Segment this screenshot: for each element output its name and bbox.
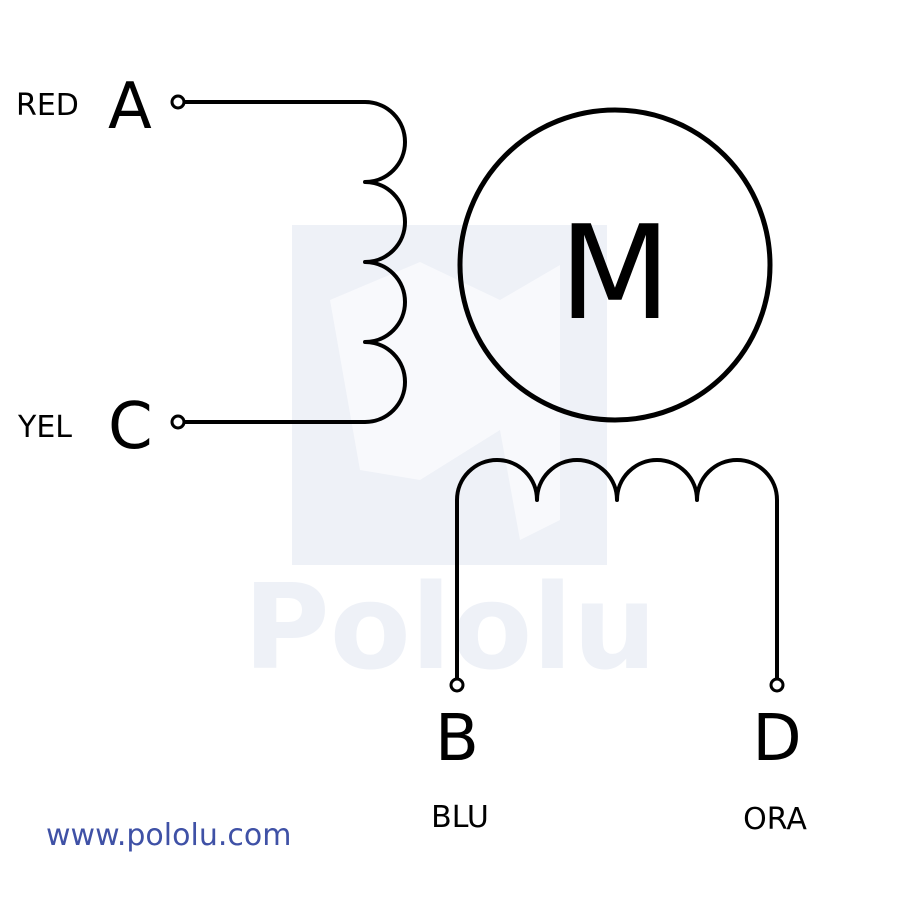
- motor-label: M: [559, 197, 671, 349]
- pololu-watermark: Pololu: [243, 225, 657, 696]
- terminal-label-c: C: [108, 390, 153, 464]
- wire-color-yel: YEL: [17, 410, 72, 445]
- terminal-b: [449, 677, 465, 693]
- terminal-label-d: D: [752, 702, 801, 776]
- coil-b-d: [449, 458, 785, 693]
- wire-color-ora: ORA: [743, 802, 807, 837]
- motor-circle: [457, 107, 773, 423]
- coil-a-c: [170, 94, 407, 430]
- terminal-a: [170, 94, 186, 110]
- wire-color-blu: BLU: [431, 800, 489, 835]
- terminal-label-a: A: [108, 70, 152, 144]
- pololu-url: www.pololu.com: [46, 818, 291, 853]
- terminal-c: [170, 414, 186, 430]
- coil-b-d-winding: [455, 458, 779, 681]
- wire-color-red: RED: [16, 88, 79, 123]
- terminal-label-b: B: [435, 702, 479, 776]
- watermark-text: Pololu: [243, 558, 657, 696]
- motor-symbol: M: [457, 107, 773, 423]
- terminal-d: [769, 677, 785, 693]
- watermark-logo-mark: [330, 262, 560, 540]
- coil-a-c-winding: [182, 100, 407, 424]
